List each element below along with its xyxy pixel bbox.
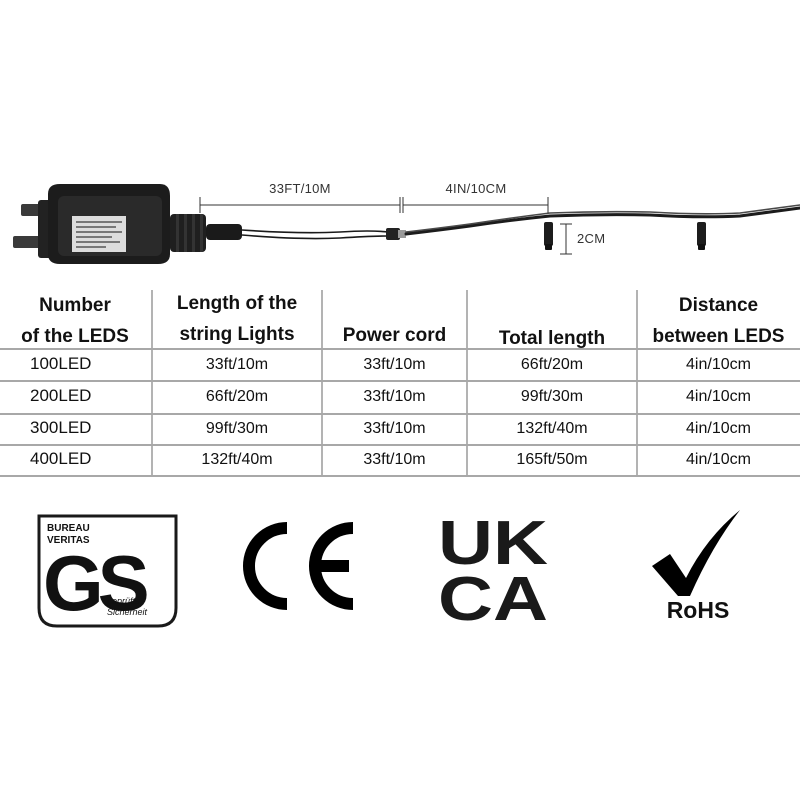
row-divider <box>0 413 800 415</box>
cell-string-length: 132ft/40m <box>201 451 273 468</box>
row-divider <box>0 475 800 477</box>
led-bulb <box>544 222 553 250</box>
ukca-logo: UK CA <box>438 509 550 634</box>
cell-power-cord: 33ft/10m <box>363 420 426 437</box>
gs-top-text-line: BUREAU <box>47 523 90 534</box>
ce-mark-icon: CE <box>235 520 354 610</box>
header-total-length: Total length <box>467 323 637 354</box>
header-line: Length of the <box>176 293 298 314</box>
gs-mark: GS <box>43 539 147 627</box>
header-distance: Distance between LEDS <box>637 290 800 352</box>
string-lights-wire <box>404 204 800 236</box>
header-line: of the LEDS <box>21 326 129 347</box>
cell-distance: 4in/10cm <box>686 451 751 468</box>
header-string-length: Length of the string Lights <box>152 288 322 350</box>
spec-table: Number of the LEDS Length of the string … <box>0 288 800 478</box>
cell-led-count: 200LED <box>30 386 92 405</box>
gs-caption-line: Sicherheit <box>107 607 148 617</box>
row-divider <box>0 380 800 382</box>
power-adapter <box>48 184 242 264</box>
rohs-text: RoHS <box>667 597 730 623</box>
cell-led-count: 300LED <box>30 418 92 437</box>
spacing-label: 4IN/10CM <box>446 181 507 196</box>
led-bulb <box>697 222 706 250</box>
cell-power-cord: 33ft/10m <box>363 451 426 468</box>
header-line: Total length <box>498 328 606 349</box>
cell-string-length: 99ft/30m <box>205 420 269 437</box>
product-diagram: 33FT/10M 4IN/10CM 2CM <box>13 181 800 264</box>
cell-string-length: 33ft/10m <box>205 356 269 373</box>
power-cord <box>241 229 389 240</box>
row-divider <box>0 444 800 446</box>
gs-badge-icon: BUREAU VERITAS GS geprüfte Sicherheit <box>37 514 178 628</box>
cell-led-count: 100LED <box>30 354 92 373</box>
ukca-line1: UK <box>438 512 548 578</box>
ce-mark-text: CE <box>235 520 237 521</box>
cell-power-cord: 33ft/10m <box>363 356 426 373</box>
gs-top-text-line: VERITAS <box>47 535 90 546</box>
wire-length-label: 2CM <box>577 231 605 246</box>
column-divider <box>151 290 153 475</box>
row-divider <box>0 348 800 350</box>
gs-caption-line: geprüfte <box>107 596 140 606</box>
column-divider <box>466 290 468 475</box>
column-divider <box>636 290 638 475</box>
cell-total-length: 132ft/40m <box>516 420 588 437</box>
cell-total-length: 165ft/50m <box>516 451 588 468</box>
header-line: Distance <box>678 295 759 316</box>
dimension-lines <box>199 197 572 255</box>
cell-led-count: 400LED <box>30 449 92 468</box>
ukca-line2: CA <box>438 565 548 624</box>
checkmark-icon: RoHS <box>652 510 740 623</box>
rohs-logo: RoHS <box>648 508 748 626</box>
ukca-mark-icon: UK CA <box>438 509 548 634</box>
gs-logo: BUREAU VERITAS GS geprüfte Sicherheit <box>35 512 180 630</box>
cell-total-length: 99ft/30m <box>520 388 584 405</box>
ce-logo: CE <box>235 520 365 612</box>
cell-total-length: 66ft/20m <box>520 356 584 373</box>
header-line: Number <box>39 295 111 316</box>
cell-power-cord: 33ft/10m <box>363 388 426 405</box>
column-divider <box>321 290 323 475</box>
plug-prongs <box>13 200 52 258</box>
header-power-cord: Power cord <box>322 320 467 351</box>
cell-distance: 4in/10cm <box>686 356 751 373</box>
header-line: Power cord <box>342 325 447 346</box>
header-line: string Lights <box>179 324 295 345</box>
header-number-of-leds: Number of the LEDS <box>0 290 150 352</box>
string-length-label: 33FT/10M <box>269 181 331 196</box>
cell-distance: 4in/10cm <box>686 388 751 405</box>
header-line: between LEDS <box>652 326 785 347</box>
cell-distance: 4in/10cm <box>686 420 751 437</box>
cord-connector <box>386 228 406 240</box>
cell-string-length: 66ft/20m <box>205 388 269 405</box>
